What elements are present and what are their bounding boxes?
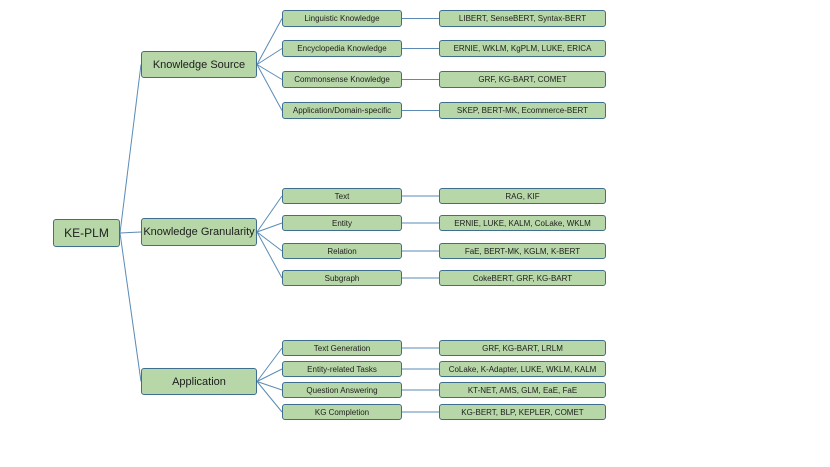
root-to-category-line xyxy=(119,231,142,234)
model-list-text: SKEP, BERT-MK, Ecommerce-BERT xyxy=(456,106,589,115)
root-node-ke-plm: KE-PLM xyxy=(53,219,120,247)
model-list: LIBERT, SenseBERT, Syntax-BERT xyxy=(439,10,606,27)
model-list: CoLake, K-Adapter, LUKE, WKLM, KALM xyxy=(439,361,606,377)
subcategory-label: Text xyxy=(334,191,350,201)
subcategory-entity: Entity xyxy=(282,215,402,231)
category-to-subcategory-line xyxy=(256,18,283,65)
subcategory-relation: Relation xyxy=(282,243,402,259)
model-list: ERNIE, LUKE, KALM, CoLake, WKLM xyxy=(439,215,606,231)
model-list: FaE, BERT-MK, KGLM, K-BERT xyxy=(439,243,606,259)
model-list-text: GRF, KG-BART, COMET xyxy=(478,75,567,84)
subcategory-label: Relation xyxy=(327,246,357,256)
model-list-text: LIBERT, SenseBERT, Syntax-BERT xyxy=(458,14,587,23)
subcategory-encyclopedia-knowledge: Encyclopedia Knowledge xyxy=(282,40,402,57)
model-list: KT-NET, AMS, GLM, EaE, FaE xyxy=(439,382,606,398)
category-to-subcategory-line xyxy=(256,381,283,413)
model-list-text: CoLake, K-Adapter, LUKE, WKLM, KALM xyxy=(448,364,597,374)
category-to-subcategory-line xyxy=(256,368,283,382)
subcategory-label: Commonsense Knowledge xyxy=(294,75,390,84)
subcategory-label: Application/Domain-specific xyxy=(292,106,392,115)
subcategory-label: Encyclopedia Knowledge xyxy=(297,44,387,53)
model-list-text: FaE, BERT-MK, KGLM, K-BERT xyxy=(464,246,581,256)
model-list: SKEP, BERT-MK, Ecommerce-BERT xyxy=(439,102,606,119)
root-to-category-line xyxy=(119,64,142,234)
subcategory-application-domain-specific: Application/Domain-specific xyxy=(282,102,402,119)
model-list-text: CokeBERT, GRF, KG-BART xyxy=(472,273,573,283)
model-list: ERNIE, WKLM, KgPLM, LUKE, ERICA xyxy=(439,40,606,57)
subcategory-kg-completion: KG Completion xyxy=(282,404,402,420)
subcategory-linguistic-knowledge: Linguistic Knowledge xyxy=(282,10,402,27)
category-knowledge-source: Knowledge Source xyxy=(141,51,257,78)
root-label: KE-PLM xyxy=(64,226,109,240)
category-to-subcategory-line xyxy=(256,231,283,279)
category-to-subcategory-line xyxy=(256,231,283,252)
category-knowledge-granularity: Knowledge Granularity xyxy=(141,218,257,246)
category-to-subcategory-line xyxy=(256,381,283,391)
subcategory-label: Entity-related Tasks xyxy=(307,364,377,374)
category-to-subcategory-line xyxy=(256,222,283,233)
model-list: CokeBERT, GRF, KG-BART xyxy=(439,270,606,286)
model-list-text: ERNIE, LUKE, KALM, CoLake, WKLM xyxy=(454,218,591,228)
subcategory-entity-related-tasks: Entity-related Tasks xyxy=(282,361,402,377)
model-list: GRF, KG-BART, LRLM xyxy=(439,340,606,356)
model-list-text: GRF, KG-BART, LRLM xyxy=(482,343,563,353)
subcategory-question-answering: Question Answering xyxy=(282,382,402,398)
subcategory-subgraph: Subgraph xyxy=(282,270,402,286)
category-to-subcategory-line xyxy=(256,64,283,111)
model-list-text: KG-BERT, BLP, KEPLER, COMET xyxy=(461,407,584,417)
category-to-subcategory-line xyxy=(256,347,283,382)
category-label: Application xyxy=(172,375,226,388)
subcategory-label: Linguistic Knowledge xyxy=(304,14,380,23)
model-list-text: KT-NET, AMS, GLM, EaE, FaE xyxy=(467,385,578,395)
model-list: GRF, KG-BART, COMET xyxy=(439,71,606,88)
category-label: Knowledge Granularity xyxy=(143,226,255,238)
category-application: Application xyxy=(141,368,257,395)
category-to-subcategory-line xyxy=(256,64,283,80)
subcategory-label: Entity xyxy=(331,218,352,228)
model-list: RAG, KIF xyxy=(439,188,606,204)
subcategory-label: Subgraph xyxy=(324,273,360,283)
subcategory-text: Text xyxy=(282,188,402,204)
root-to-category-line xyxy=(119,232,142,382)
category-to-subcategory-line xyxy=(256,195,283,233)
subcategory-label: Question Answering xyxy=(306,385,378,395)
category-to-subcategory-line xyxy=(256,48,283,65)
subcategory-commonsense-knowledge: Commonsense Knowledge xyxy=(282,71,402,88)
subcategory-label: Text Generation xyxy=(313,343,371,353)
category-label: Knowledge Source xyxy=(152,58,246,71)
subcategory-label: KG Completion xyxy=(314,407,370,417)
subcategory-text-generation: Text Generation xyxy=(282,340,402,356)
model-list-text: ERNIE, WKLM, KgPLM, LUKE, ERICA xyxy=(453,44,592,53)
model-list-text: RAG, KIF xyxy=(505,191,540,201)
model-list: KG-BERT, BLP, KEPLER, COMET xyxy=(439,404,606,420)
